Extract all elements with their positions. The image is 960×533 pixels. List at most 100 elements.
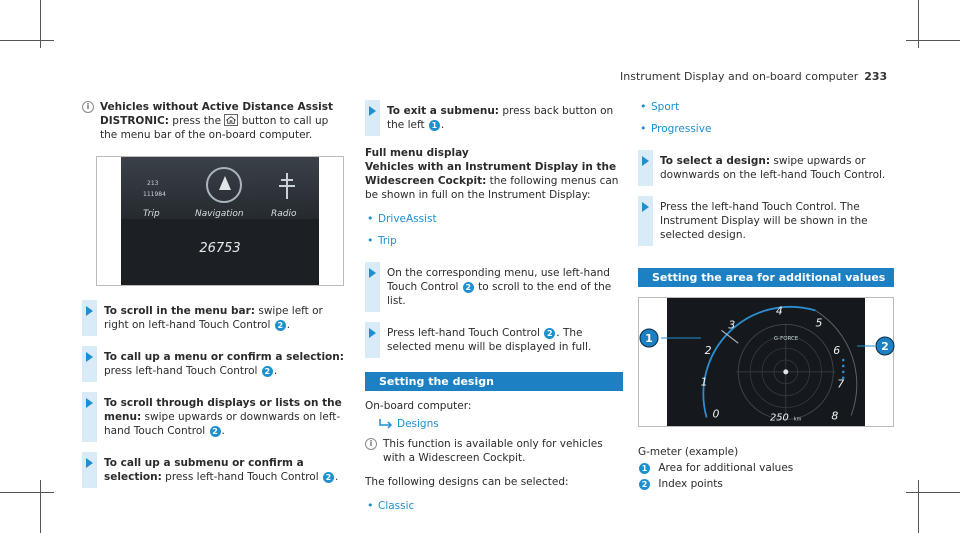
legend-num: 2 [639,479,650,490]
step-exit-submenu: To exit a submenu: press back button on … [365,100,623,136]
step-end: . [273,365,278,377]
step-bold: To call up a submenu or confirm a select… [104,457,304,483]
g-meter-illustration: 0 1 2 3 4 5 6 7 8 G-FORCE 250 km 1 2 [638,297,895,427]
section-title: Instrument Display and on-board computer [620,70,859,83]
callout-1-label: 1 [645,332,653,345]
figure-caption: G-meter (example) [638,446,739,458]
menu-bar-screenshot: 213 111984 Trip Navigation Radio 26753 [96,156,344,286]
step-bold: To select a design: [660,155,771,167]
step-bold: To exit a submenu: [387,105,499,117]
step-end: . [334,471,339,483]
full-menu-desc: the following menus can be shown in full… [365,175,619,201]
screenshot-label-radio: Radio [271,209,297,219]
page-number: 233 [864,70,888,83]
step-text: press left-hand Touch Control [104,365,261,377]
note-heading: Vehicles without Active Distance Assist … [100,101,333,127]
full-menu-subheading: Vehicles with an Instrument Display in t… [365,161,617,187]
step-bold: To call up a menu or confirm a selection… [104,351,344,363]
navigation-icon [206,167,242,203]
section-banner-additional-values: Setting the area for additional values [638,268,894,287]
crop-mark [40,0,41,48]
legend-text: Area for additional values [658,462,794,474]
menu-item-trip[interactable]: Trip [365,234,623,248]
navigation-arrow-icon [219,176,231,190]
g-meter-dial: 0 1 2 3 4 5 6 7 8 G-FORCE 250 km [701,304,858,423]
legend-num: 1 [639,463,650,474]
section-banner-design: Setting the design [365,372,623,391]
step-scroll-list: On the corresponding menu, use left-hand… [365,262,623,312]
crop-mark [0,40,54,41]
step-bold: To scroll through displays or lists on t… [104,397,342,423]
gauge-unit: km [794,416,802,422]
column-3: Sport Progressive To select a design: sw… [638,100,895,491]
note-text-post: button to call up the menu bar of the on… [100,115,329,141]
gauge-tick-3: 3 [728,318,735,331]
step-scroll-menu-bar: To scroll in the menu bar: swipe left or… [82,300,344,336]
full-menu-text: Vehicles with an Instrument Display in t… [365,160,623,202]
odometer-value: 26753 [199,241,241,256]
note-text: This function is available only for vehi… [383,438,603,464]
step-end: . [221,425,225,437]
step-text: press back button on the left [387,105,614,131]
screenshot-label-trip: Trip [143,209,160,219]
callout-2: 2 [322,472,334,483]
gauge-tick-5: 5 [816,316,823,329]
step-text: swipe left or right on left-hand Touch C… [104,305,323,331]
submenu-arrow-icon [379,419,393,429]
step-select-design: To select a design: swipe upwards or dow… [638,150,894,186]
step-bold: To scroll in the menu bar: [104,305,256,317]
step-text: Press left-hand Touch Control [387,327,544,339]
gauge-tick-7: 7 [837,378,844,391]
legend-text: Index points [658,478,723,490]
step-text: swipe upwards or downwards on left-hand … [104,411,341,437]
note-text-pre: press the [168,115,225,127]
radio-icon [279,173,295,199]
gauge-tick-8: 8 [831,409,838,422]
design-option-sport[interactable]: Sport [638,100,894,114]
designs-intro: The following designs can be selected: [365,476,569,488]
callout-1: 1 [428,120,440,131]
callout-2: 2 [544,328,556,339]
note-text: Vehicles without Active Distance Assist … [100,100,344,142]
screenshot-label-navigation: Navigation [195,209,244,219]
crop-mark [0,492,54,493]
design-option-progressive[interactable]: Progressive [638,122,894,136]
step-end: . The selected menu will be displayed in… [387,327,592,353]
step-press-design: Press the left-hand Touch Control. The I… [638,196,894,246]
callout-2: 2 [209,426,221,437]
menu-item-driveassist[interactable]: DriveAssist [365,212,623,226]
gauge-tick-0: 0 [713,407,720,420]
step-end: . [286,319,291,331]
full-menu-heading: Full menu display [365,147,469,159]
path-link-designs[interactable]: Designs [379,417,623,431]
crop-mark [906,492,960,493]
callout-2: 2 [261,366,273,377]
info-icon: i [365,438,377,450]
path-link-label: Designs [397,418,439,430]
legend-item-1: 1 Area for additional values [638,461,894,475]
gauge-label: G-FORCE [774,336,799,342]
path-label: On-board computer: [365,400,472,412]
crop-mark [918,0,919,48]
step-call-up-menu: To call up a menu or confirm a selection… [82,346,344,382]
callout-2-label: 2 [881,340,889,353]
note-block: i Vehicles without Active Distance Assis… [82,100,344,142]
step-text: swipe upwards or downwards on the left-h… [660,155,886,181]
design-option-classic[interactable]: Classic [365,499,623,513]
gauge-tick-1: 1 [701,376,708,389]
step-end: . [440,119,445,131]
step-text: Press the left-hand Touch Control. The I… [660,201,868,241]
gauge-tick-6: 6 [833,344,840,357]
crop-mark [40,480,41,533]
step-scroll-displays: To scroll through displays or lists on t… [82,392,344,442]
step-text: On the corresponding menu, use left-hand… [387,267,610,293]
crop-mark [918,480,919,533]
step-text: press left-hand Touch Control [161,471,322,483]
gauge-tick-4: 4 [776,304,783,317]
info-icon: i [82,101,94,113]
step-end: to scroll to the end of the list. [387,281,612,307]
callout-2: 2 [462,282,474,293]
gauge-tick-2: 2 [705,344,712,357]
callout-2: 2 [274,320,286,331]
step-call-up-submenu: To call up a submenu or confirm a select… [82,452,344,488]
